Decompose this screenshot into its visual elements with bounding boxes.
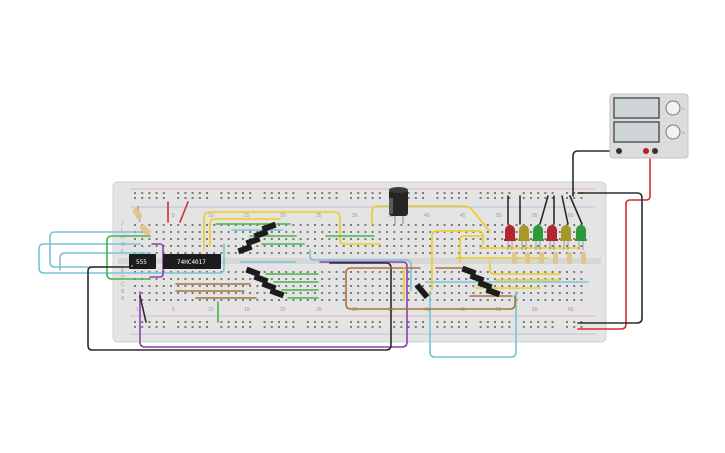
wire-yellow-2[interactable] bbox=[209, 218, 281, 247]
wire-brown-2[interactable] bbox=[345, 295, 516, 310]
wire-blue-loop-1[interactable] bbox=[49, 231, 151, 268]
row-letter-b: B bbox=[121, 289, 125, 295]
col-num-10-bottom: 10 bbox=[208, 307, 214, 313]
col-num-10: 10 bbox=[208, 213, 214, 219]
diode-array-left[interactable] bbox=[237, 221, 285, 299]
psu-positive-terminal[interactable] bbox=[643, 148, 649, 154]
wire-black-led-3[interactable] bbox=[539, 195, 549, 225]
voltage-knob[interactable] bbox=[665, 100, 681, 116]
wire-yellow-7[interactable] bbox=[489, 261, 561, 275]
wire-brown-1[interactable] bbox=[345, 267, 421, 297]
row-letter-g: G bbox=[121, 242, 125, 248]
led-4[interactable] bbox=[546, 225, 558, 250]
col-num-25: 25 bbox=[316, 213, 322, 219]
wire-black-led-6[interactable] bbox=[569, 195, 583, 225]
breadboard-labels: 1 5 10 15 20 25 30 35 40 45 50 55 60 1 5… bbox=[121, 213, 574, 313]
row-letter-h: H bbox=[121, 235, 125, 241]
ic-74hc4017-label: 74HC4017 bbox=[177, 259, 206, 266]
diode-single[interactable] bbox=[414, 282, 430, 300]
col-num-30-bottom: 30 bbox=[352, 307, 358, 313]
col-num-60-bottom: 60 bbox=[568, 307, 574, 313]
wire-purple-long[interactable] bbox=[139, 261, 408, 348]
current-display bbox=[613, 121, 660, 143]
col-num-45: 45 bbox=[460, 213, 466, 219]
row-letter-f: F bbox=[121, 249, 124, 255]
led-6[interactable] bbox=[575, 225, 587, 250]
col-num-30: 30 bbox=[352, 213, 358, 219]
col-num-40-bottom: 40 bbox=[424, 307, 430, 313]
col-num-50-bottom: 50 bbox=[496, 307, 502, 313]
col-num-5-bottom: 5 bbox=[172, 307, 175, 313]
wire-black-psu-1[interactable] bbox=[572, 150, 620, 197]
wire-yellow-6[interactable] bbox=[459, 235, 483, 263]
ic-74hc4017[interactable]: 74HC4017 bbox=[163, 254, 221, 269]
wire-black-psu-2[interactable] bbox=[577, 192, 643, 324]
led-1[interactable] bbox=[504, 225, 516, 250]
wire-blue-loop-2[interactable] bbox=[38, 243, 225, 274]
row-letter-a: A bbox=[121, 296, 125, 302]
psu-negative-terminal[interactable] bbox=[616, 148, 622, 154]
col-num-45-bottom: 45 bbox=[460, 307, 466, 313]
wire-green-loop[interactable] bbox=[106, 235, 151, 280]
wire-blue-loop-3[interactable] bbox=[59, 252, 151, 271]
wire-yellow-3[interactable] bbox=[371, 205, 491, 233]
col-num-35: 35 bbox=[388, 213, 394, 219]
resistor-timing[interactable] bbox=[132, 205, 143, 223]
col-num-55-bottom: 55 bbox=[532, 307, 538, 313]
col-num-50: 50 bbox=[496, 213, 502, 219]
col-num-55: 55 bbox=[532, 213, 538, 219]
row-letter-j: J bbox=[121, 221, 124, 227]
led-array[interactable] bbox=[504, 225, 587, 250]
wire-black-loop[interactable] bbox=[87, 262, 392, 351]
current-knob[interactable] bbox=[665, 124, 681, 140]
power-supply[interactable]: V A bbox=[609, 93, 689, 159]
col-num-15-bottom: 15 bbox=[244, 307, 250, 313]
led-3[interactable] bbox=[532, 225, 544, 250]
psu-label-a: A bbox=[682, 130, 685, 135]
col-num-25-bottom: 25 bbox=[316, 307, 322, 313]
wire-red-psu[interactable] bbox=[577, 150, 651, 330]
wire-blue-bottom-right[interactable] bbox=[429, 291, 517, 358]
col-num-15: 15 bbox=[244, 213, 250, 219]
row-letter-e: E bbox=[121, 268, 125, 274]
breadboard-holes bbox=[134, 192, 583, 328]
led-2[interactable] bbox=[518, 225, 530, 250]
wire-black-led-5[interactable] bbox=[561, 195, 569, 225]
psu-label-v: V bbox=[682, 106, 685, 111]
col-num-20-bottom: 20 bbox=[280, 307, 286, 313]
col-num-20: 20 bbox=[280, 213, 286, 219]
ic-555[interactable]: 555 bbox=[129, 254, 156, 269]
col-num-5: 5 bbox=[172, 213, 175, 219]
psu-ground-terminal[interactable] bbox=[652, 148, 658, 154]
col-num-60: 60 bbox=[568, 213, 574, 219]
diode-array-right[interactable] bbox=[461, 265, 501, 298]
wire-yellow-5[interactable] bbox=[431, 230, 484, 291]
row-letter-d: D bbox=[121, 275, 125, 281]
row-letter-c: C bbox=[121, 282, 125, 288]
ic-555-label: 555 bbox=[136, 259, 147, 266]
wire-yellow-1[interactable] bbox=[203, 211, 381, 251]
led-5[interactable] bbox=[560, 225, 572, 250]
resistor-timing-2[interactable] bbox=[139, 223, 151, 236]
wire-blue-long[interactable] bbox=[309, 249, 412, 291]
col-num-40: 40 bbox=[424, 213, 430, 219]
wire-black-left[interactable] bbox=[139, 295, 147, 323]
voltage-display bbox=[613, 97, 660, 119]
col-num-1-bottom: 1 bbox=[136, 307, 139, 313]
capacitor-electrolytic[interactable] bbox=[389, 187, 408, 224]
wire-red-2[interactable] bbox=[179, 201, 189, 223]
row-letter-i: I bbox=[121, 228, 122, 234]
led-resistors[interactable] bbox=[512, 252, 586, 264]
